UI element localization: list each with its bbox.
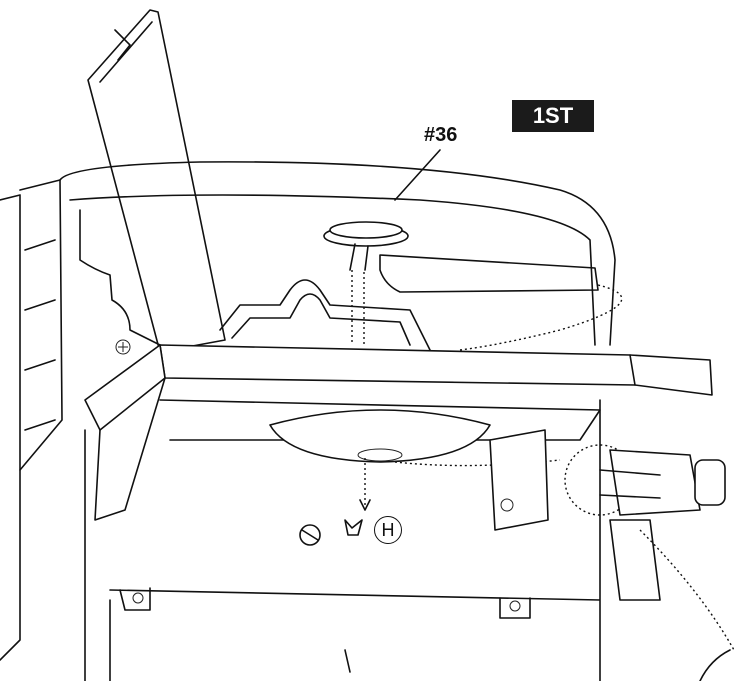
step-badge: 1ST: [512, 100, 594, 132]
valve-assembly: [564, 444, 734, 681]
fastener-label: H: [374, 516, 402, 544]
frame: [84, 344, 713, 681]
burner-part-36: [323, 149, 623, 351]
part-callout: #36: [424, 124, 458, 146]
grill-lid: [87, 9, 226, 353]
firebox: [0, 161, 616, 661]
